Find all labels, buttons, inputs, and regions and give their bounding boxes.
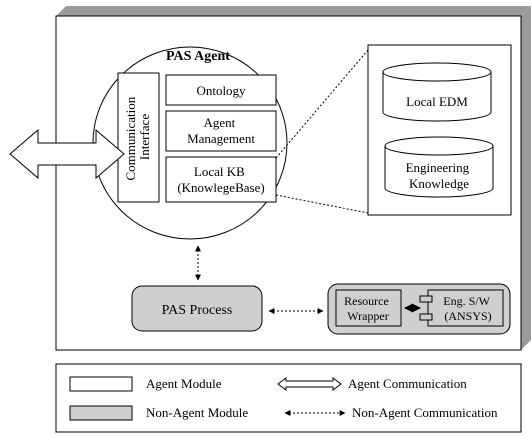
resource-wrapper-box bbox=[335, 289, 402, 327]
eng-software-box bbox=[427, 289, 504, 327]
legend-agent-communication-arrow bbox=[277, 377, 342, 391]
ontology-box bbox=[165, 74, 277, 106]
agent-management-box bbox=[165, 110, 277, 152]
component-tab-bottom bbox=[419, 313, 433, 321]
knowledge-store: Local EDM Engineering Knowledge bbox=[367, 44, 512, 216]
ontology-label: Ontology bbox=[196, 83, 246, 98]
resource-wrapper-label: Resource Wrapper bbox=[344, 294, 392, 323]
legend-non-agent-module-label: Non-Agent Module bbox=[146, 405, 248, 420]
local-kb-box bbox=[165, 156, 277, 203]
agent-communication-arrow bbox=[9, 128, 125, 180]
local-edm-label: Local EDM bbox=[406, 94, 468, 109]
local-kb-label: Local KB (KnowlegeBase) bbox=[177, 164, 264, 195]
frame-right-edge bbox=[521, 6, 531, 350]
component-tab-top bbox=[419, 295, 433, 303]
local-edm-cylinder: Local EDM bbox=[382, 62, 492, 122]
eng-software-label: Eng. S/W (ANSYS) bbox=[443, 294, 492, 323]
legend-box bbox=[55, 363, 522, 433]
legend-non-agent-module-swatch bbox=[69, 405, 133, 421]
pas-agent: PAS Agent Communication Interface Ontolo… bbox=[92, 46, 288, 240]
legend: Agent Module Non-Agent Module Agent Comm… bbox=[55, 363, 522, 433]
resource-group: Resource Wrapper Eng. S/W (ANSYS) bbox=[327, 283, 511, 335]
legend-non-agent-communication-label: Non-Agent Communication bbox=[352, 405, 498, 420]
pas-process-box bbox=[131, 285, 263, 332]
legend-agent-module-label: Agent Module bbox=[146, 376, 222, 391]
engineering-knowledge-label: Engineering Knowledge bbox=[406, 160, 473, 191]
agent-title: PAS Agent bbox=[166, 49, 230, 64]
communication-interface-label: Communication Interface bbox=[123, 93, 152, 180]
pas-process: PAS Process bbox=[131, 285, 263, 332]
engineering-knowledge-cylinder: Engineering Knowledge bbox=[384, 136, 494, 198]
frame-top-edge bbox=[56, 6, 531, 16]
legend-agent-communication-label: Agent Communication bbox=[348, 376, 467, 391]
pas-process-label: PAS Process bbox=[162, 303, 233, 318]
communication-interface-box bbox=[117, 72, 160, 203]
agent-management-label: Agent Management bbox=[187, 115, 255, 146]
legend-agent-module-swatch bbox=[69, 376, 133, 392]
